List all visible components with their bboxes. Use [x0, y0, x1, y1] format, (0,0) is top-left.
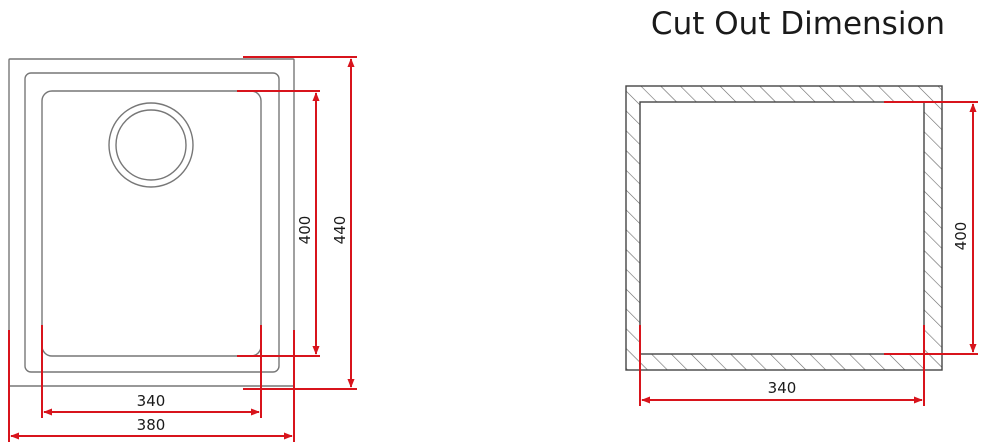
cutout-label-width: 340 [768, 379, 797, 397]
drain-outer-ring [108, 102, 194, 188]
hatched-frame [626, 86, 942, 370]
drain-inner-ring [115, 109, 187, 181]
page-title: Cut Out Dimension [651, 6, 945, 42]
cutout-label-height: 400 [952, 222, 970, 251]
cutout-view: 340 400 [625, 85, 978, 406]
sink-flange [24, 72, 280, 373]
sink-top-view: 340 380 400 440 [8, 56, 357, 442]
label-inner-height: 400 [296, 216, 314, 245]
label-outer-width: 380 [137, 416, 166, 434]
label-outer-height: 440 [331, 216, 349, 245]
sink-outer-rim [8, 58, 295, 387]
frame-outer-edge [625, 85, 943, 371]
cutout-opening [639, 101, 925, 355]
label-inner-width: 340 [137, 392, 166, 410]
sink-bowl [41, 90, 262, 357]
